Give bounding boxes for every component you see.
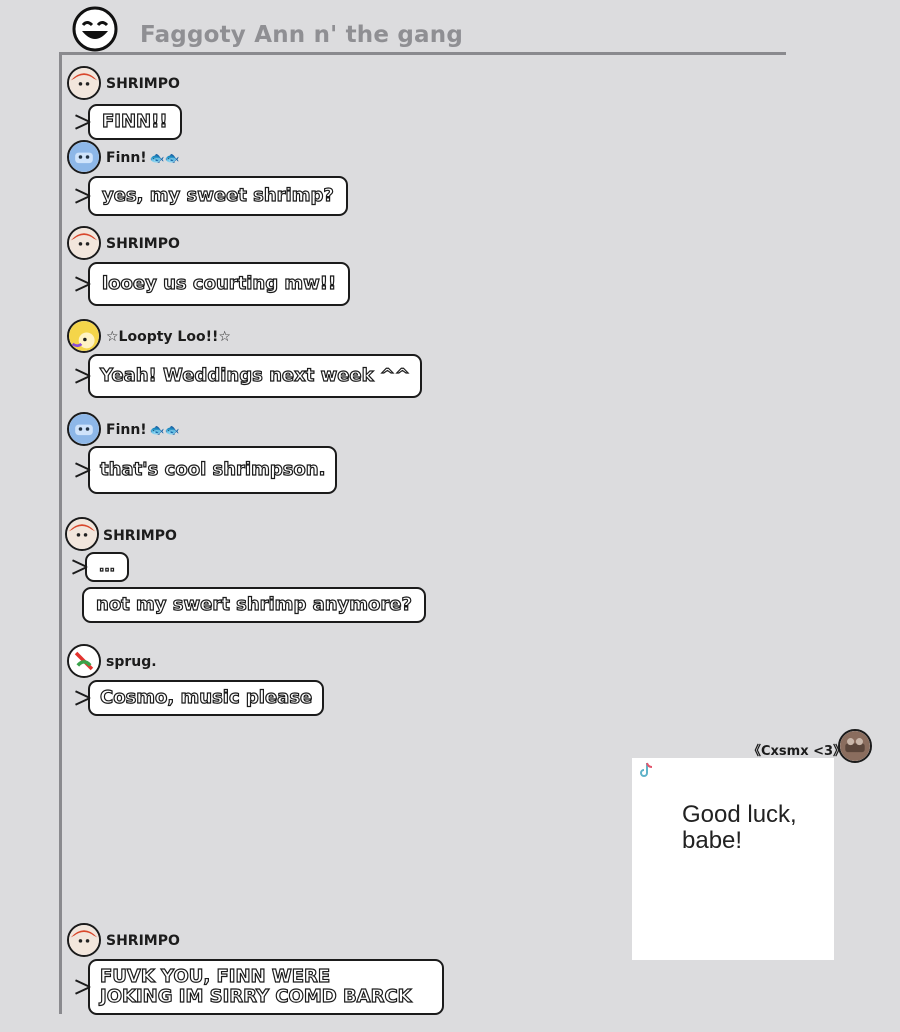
username-label: SHRIMPO [106,236,180,252]
avatar-cxsmx[interactable] [838,729,872,763]
thread-line [59,52,62,1014]
username-label: SHRIMPO [106,76,180,92]
message-bubble: FUVK YOU, FINN WERE JOKING IM SIRRY COMD… [88,959,444,1015]
avatar-sprug[interactable] [67,644,101,678]
fish-emoji-icon: 🐟🐟 [149,423,180,437]
avatar-shrimpo[interactable] [67,923,101,957]
avatar-finn[interactable] [67,412,101,446]
message-bubble: Yeah! Weddings next week ^^ [88,354,423,398]
chat-title: Faggoty Ann n' the gang [140,22,463,48]
message-bubble: not my swert shrimp anymore? [82,587,426,623]
message-bubble: ... [85,552,129,582]
avatar-shrimpo[interactable] [65,517,99,551]
message-bubble: looey us courting mw!! [88,262,351,306]
grinning-face-icon [71,5,119,53]
username-label: ☆Loopty Loo!!☆ [106,329,231,345]
message-bubble: FINN!! [88,104,182,140]
message-bubble: Cosmo, music please [88,680,325,716]
video-attachment[interactable]: Good luck, babe! [632,758,834,960]
username-label: Finn!🐟🐟 [106,150,180,166]
username-label: Finn!🐟🐟 [106,422,180,438]
tiktok-icon [640,762,654,778]
header-divider [60,52,786,55]
avatar-finn[interactable] [67,140,101,174]
username-label: SHRIMPO [106,933,180,949]
avatar-shrimpo[interactable] [67,66,101,100]
username-label: 《Cxsmx <3》 [748,744,847,759]
username-label: sprug. [106,654,157,670]
message-bubble: that's cool shrimpson. [88,446,338,494]
video-caption: Good luck, babe! [682,801,797,854]
username-label: SHRIMPO [103,528,177,544]
message-bubble: yes, my sweet shrimp? [88,176,348,216]
fish-emoji-icon: 🐟🐟 [149,151,180,165]
avatar-shrimpo[interactable] [67,226,101,260]
avatar-loopty-loo[interactable] [67,319,101,353]
